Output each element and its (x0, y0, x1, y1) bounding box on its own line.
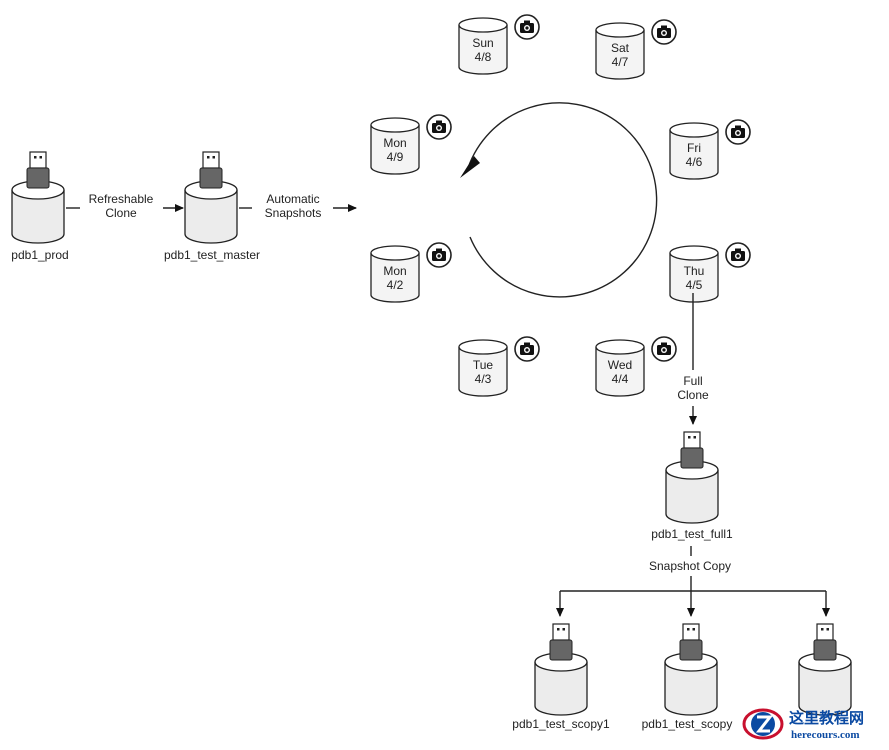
pdb1-test-scopy2-label: pdb1_test_scopy (642, 717, 733, 731)
snapshot-date-label: 4/3 (475, 372, 492, 386)
pdb1-test-full1-database (665, 431, 719, 524)
snapshot-day-label: Tue (473, 358, 494, 372)
snapshot-date-label: 4/4 (612, 372, 629, 386)
full-clone-label-line2: Clone (677, 388, 709, 402)
refreshable-clone-label-line1: Refreshable (89, 192, 154, 206)
usb-plug-icon (813, 623, 837, 661)
camera-icon (725, 119, 751, 145)
automatic-snapshots-label-line2: Snapshots (265, 206, 322, 220)
snapshot-date-label: 4/7 (612, 55, 629, 69)
pdb1-test-full1-label: pdb1_test_full1 (651, 527, 733, 541)
snapshot-day-label: Mon (383, 136, 406, 150)
camera-icon (514, 14, 540, 40)
camera-icon (426, 242, 452, 268)
pdb1-test-scopy3-database (798, 623, 852, 716)
pdb1-test-scopy1-database (534, 623, 588, 716)
pdb1-test-master-label: pdb1_test_master (164, 248, 260, 262)
snapshot-ring: Sun4/8Sat4/7Mon4/9Fri4/6Mon4/2Thu4/5Tue4… (370, 14, 751, 397)
usb-plug-icon (26, 151, 50, 189)
pdb1-test-scopy2-database (664, 623, 718, 716)
watermark-logo-icon (742, 708, 784, 740)
camera-icon (725, 242, 751, 268)
camera-icon (651, 336, 677, 362)
pdb1-prod-label: pdb1_prod (11, 248, 68, 262)
snapshot-date-label: 4/9 (387, 150, 404, 164)
refreshable-clone-label-line2: Clone (105, 206, 137, 220)
pdb1-test-scopy1-label: pdb1_test_scopy1 (512, 717, 610, 731)
camera-icon (426, 114, 452, 140)
usb-plug-icon (549, 623, 573, 661)
snapshot-day-label: Sat (611, 41, 630, 55)
snapshot-day-label: Sun (472, 36, 493, 50)
snapshot-cycle-arrowhead (460, 156, 480, 178)
snapshot-day-label: Wed (608, 358, 632, 372)
site-watermark: 这里教程网 herecours.com (739, 703, 889, 745)
watermark-en-text: herecours.com (791, 729, 860, 741)
usb-plug-icon (680, 431, 704, 469)
snapshot-day-label: Fri (687, 141, 701, 155)
snapshot-cycle-arc (467, 102, 658, 298)
snapshot-day-label: Mon (383, 264, 406, 278)
camera-icon (651, 19, 677, 45)
watermark-cn-text: 这里教程网 (789, 709, 864, 727)
usb-plug-icon (199, 151, 223, 189)
camera-icon (514, 336, 540, 362)
pdb1-test-master-database (184, 151, 238, 244)
pdb1-prod-database (11, 151, 65, 244)
snapshot-date-label: 4/8 (475, 50, 492, 64)
usb-plug-icon (679, 623, 703, 661)
snapshot-day-label: Thu (684, 264, 705, 278)
automatic-snapshots-label-line1: Automatic (266, 192, 319, 206)
snapshot-date-label: 4/5 (686, 278, 703, 292)
snapshot-copy-label: Snapshot Copy (649, 559, 731, 573)
snapshot-date-label: 4/6 (686, 155, 703, 169)
snapshot-date-label: 4/2 (387, 278, 404, 292)
full-clone-label-line1: Full (683, 374, 702, 388)
